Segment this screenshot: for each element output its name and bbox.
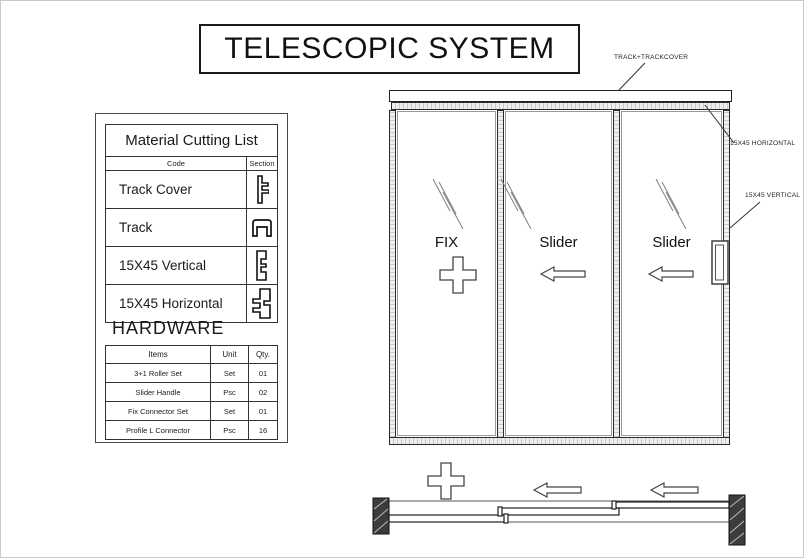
panel-label-slider-2: Slider [652,234,691,251]
track-and-cover-bar [389,90,732,102]
plan-track-outline [388,500,730,523]
hardware-item: Fix Connector Set [106,402,211,420]
plan-roller-connector [503,513,509,524]
column-header-items: Items [106,346,211,363]
page-title: TELESCOPIC SYSTEM [224,32,555,65]
horizontal-profile-bar [391,102,730,110]
material-code: 15X45 Horizontal [106,285,247,322]
track-profile-icon [247,209,277,246]
material-code: 15X45 Vertical [106,247,247,284]
plan-panel-slider-1 [499,507,620,516]
material-code: Track Cover [106,171,247,208]
column-header-unit: Unit [211,346,249,363]
hardware-unit: Set [211,402,249,420]
panel-label-slider-1: Slider [539,234,578,251]
table-row: 15X45 Vertical [106,247,277,285]
plan-plus-fixed-icon [427,462,465,500]
horizontal-profile-icon [247,285,277,322]
column-header-code: Code [106,157,247,170]
hardware-item: Slider Handle [106,383,211,401]
plan-wall-right [728,494,746,546]
plan-panel-fix [388,514,507,523]
title-box: TELESCOPIC SYSTEM [199,24,580,74]
vertical-profile-right [723,110,730,445]
plan-view [372,462,746,546]
leader-track-cover [618,62,646,91]
hardware-qty: 01 [258,406,268,416]
column-header-qty: Qty. [255,350,271,359]
table-row: Slider Handle Psc 02 [106,383,277,402]
vertical-profile-mid1 [497,110,504,445]
glass-panel-slider-2 [621,111,722,436]
plan-arrow-left-icon [649,481,699,499]
table-row: 3+1 Roller Set Set 01 [106,364,277,383]
glass-panel-fix [397,111,496,436]
glass-panel-slider-1 [505,111,612,436]
table-row: Fix Connector Set Set 01 [106,402,277,421]
plan-arrow-left-icon [532,481,582,499]
table-row: 15X45 Horizontal [106,285,277,322]
panel-label-fix: FIX [434,234,459,251]
annotation-track-cover: TRACK+TRACKCOVER [614,54,689,61]
hardware-table: Items Unit Qty. 3+1 Roller Set Set 01 Sl… [105,345,278,440]
hardware-qty: 16 [258,425,268,435]
annotation-vertical-profile: 15X45 VERTICAL [745,192,801,199]
vertical-profile-left [389,110,396,445]
hardware-item: Profile L Connector [106,421,211,439]
track-cover-profile-icon [247,171,277,208]
hardware-column-headers: Items Unit Qty. [106,346,277,364]
hardware-item: 3+1 Roller Set [106,364,211,382]
hardware-qty: 01 [258,368,268,378]
material-list-title: Material Cutting List [106,125,277,157]
hardware-qty: 02 [258,387,268,397]
hardware-unit: Set [211,364,249,382]
plan-roller-connector [611,500,617,510]
plan-wall-left [372,497,390,535]
hardware-unit: Psc [211,421,249,439]
material-cutting-list-table: Material Cutting List Code Section Track… [105,124,278,323]
hardware-unit: Psc [211,383,249,401]
bottom-profile-bar [389,437,730,445]
vertical-profile-icon [247,247,277,284]
table-row: Track Cover [106,171,277,209]
annotation-horizontal-profile: 15X45 HORIZONTAL [730,140,796,147]
plan-panel-slider-2 [613,501,730,509]
column-header-section: Section [249,159,275,168]
cutting-list-panel: Material Cutting List Code Section Track… [95,113,288,443]
hardware-title: HARDWARE [112,318,225,338]
table-row: Profile L Connector Psc 16 [106,421,277,439]
vertical-profile-mid2 [613,110,620,445]
material-code: Track [106,209,247,246]
table-row: Track [106,209,277,247]
leader-vertical-profile [729,201,761,229]
material-list-column-headers: Code Section [106,157,277,171]
plan-roller-connector [497,506,503,517]
